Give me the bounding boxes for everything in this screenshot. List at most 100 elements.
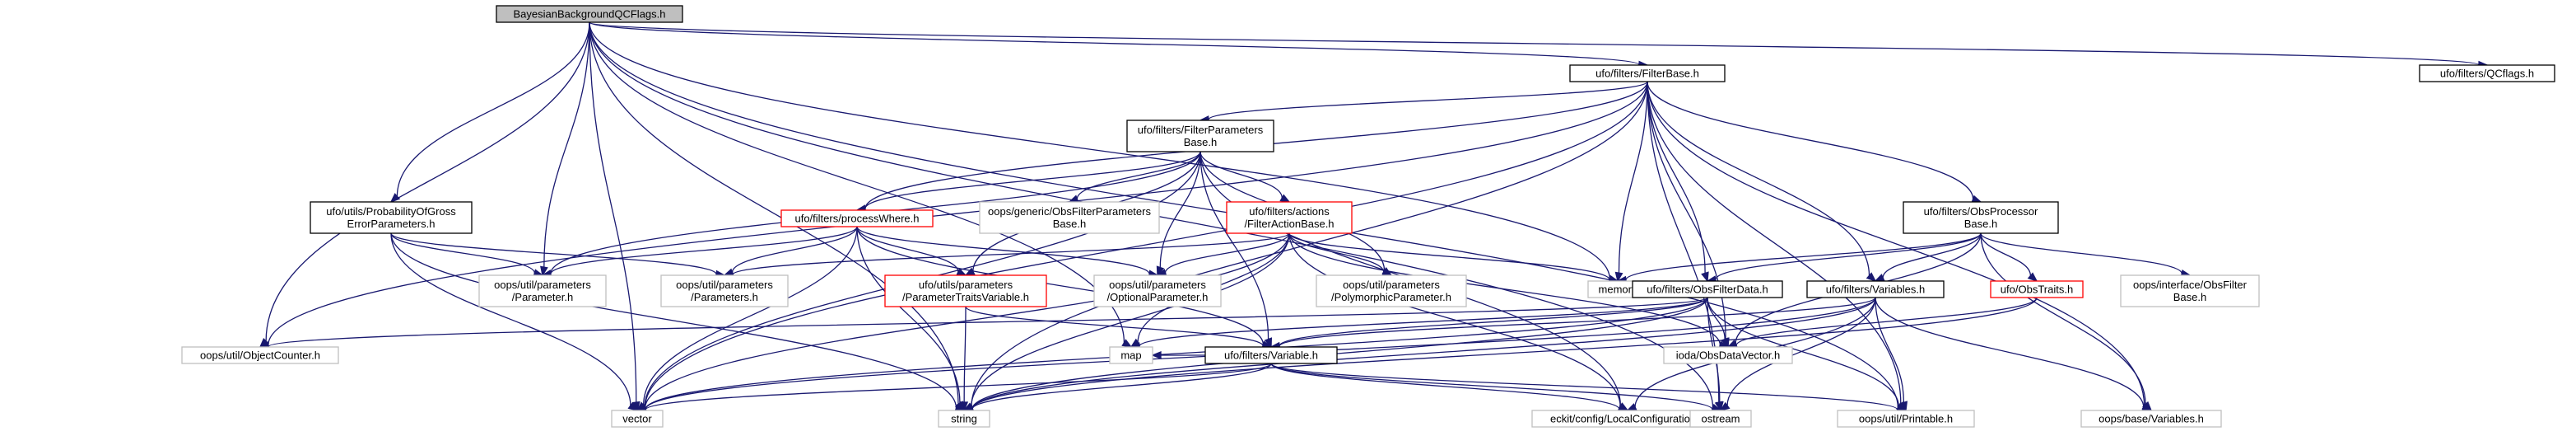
node-box-variable — [1204, 346, 1338, 364]
node-label-string-line-0: string — [951, 413, 977, 425]
node-polyparam: oops/util/parameters/PolymorphicParamete… — [1316, 274, 1467, 307]
node-box-parameters — [660, 274, 789, 307]
node-label-filteraction-line-0: ufo/filters/actions — [1249, 205, 1330, 218]
node-label-paramtraits-line-0: ufo/utils/parameters — [919, 279, 1013, 291]
node-vector: vector — [611, 410, 664, 428]
node-label-filterbase-line-0: ufo/filters/FilterBase.h — [1595, 68, 1699, 80]
dependency-edge-filterbase-to-iodavector — [1647, 81, 1730, 349]
dependency-edge-variables-to-ostream — [1719, 297, 1876, 412]
node-label-obsfpbase-line-0: oops/generic/ObsFilterParameters — [988, 205, 1151, 218]
edges-layer — [259, 21, 2489, 415]
node-box-vector — [611, 410, 664, 428]
dependency-edge-filterbase-to-memory — [1614, 81, 1648, 283]
node-box-iodavector — [1663, 346, 1793, 364]
node-qcflags[interactable]: ufo/filters/QCflags.h — [2419, 64, 2555, 82]
node-label-paramtraits-line-1: /ParameterTraitsVariable.h — [902, 291, 1029, 303]
node-filteraction[interactable]: ufo/filters/actions/FilterActionBase.h — [1226, 201, 1353, 234]
node-printable: oops/util/Printable.h — [1837, 410, 1975, 428]
node-box-probgross — [310, 201, 473, 234]
node-string: string — [938, 410, 990, 428]
node-label-probgross-line-1: ErrorParameters.h — [347, 218, 436, 230]
node-box-string — [938, 410, 990, 428]
dependency-edge-root-to-memory — [589, 21, 1619, 284]
dependency-edge-variable-to-map — [1151, 351, 1205, 359]
node-box-processwhere — [780, 209, 934, 227]
node-probgross[interactable]: ufo/utils/ProbabilityOfGrossErrorParamet… — [310, 201, 473, 234]
dependency-edge-processwhere-to-paramtraits — [856, 226, 967, 276]
node-label-parameter-line-1: /Parameter.h — [512, 291, 573, 303]
node-label-variables-line-0: ufo/filters/Variables.h — [1826, 284, 1925, 296]
node-box-ostream — [1689, 410, 1752, 428]
node-box-obsprocbase — [1903, 201, 2059, 234]
dependency-edge-filterbase-to-obsfilterdata — [1647, 81, 1709, 283]
node-basevars: oops/base/Variables.h — [2080, 410, 2222, 428]
node-label-parameters-line-1: /Parameters.h — [691, 291, 758, 303]
node-label-objcounter-line-0: oops/util/ObjectCounter.h — [200, 349, 320, 362]
node-box-obsfpbase — [979, 201, 1160, 234]
dependency-edge-variables-to-basevars — [1875, 297, 2153, 411]
node-label-localconf-line-0: eckit/config/LocalConfiguration.h — [1550, 413, 1705, 425]
node-box-filterbase — [1569, 64, 1726, 82]
node-label-iodavector-line-0: ioda/ObsDataVector.h — [1676, 349, 1780, 362]
node-label-variable-line-0: ufo/filters/Variable.h — [1224, 349, 1318, 362]
dependency-edge-root-to-parameter — [540, 21, 590, 277]
dependency-edge-root-to-map — [589, 21, 1133, 348]
node-label-optparam-line-1: /OptionalParameter.h — [1107, 291, 1209, 303]
node-variable[interactable]: ufo/filters/Variable.h — [1204, 346, 1338, 364]
node-obstraits[interactable]: ufo/ObsTraits.h — [1990, 280, 2084, 298]
node-parameters: oops/util/parameters/Parameters.h — [660, 274, 789, 307]
node-label-fpbase-line-0: ufo/filters/FilterParameters — [1138, 124, 1264, 136]
node-box-optparam — [1093, 274, 1222, 307]
node-label-memory-line-0: memory — [1599, 284, 1637, 296]
node-label-qcflags-line-0: ufo/filters/QCflags.h — [2440, 68, 2534, 80]
node-label-map-line-0: map — [1120, 349, 1141, 362]
node-box-obsfilterbase — [2120, 274, 2260, 307]
node-label-obsfilterbase-line-0: oops/interface/ObsFilter — [2133, 279, 2248, 291]
node-variables[interactable]: ufo/filters/Variables.h — [1806, 280, 1945, 298]
node-box-root — [496, 5, 683, 23]
dependency-edge-obsprocbase-to-variables — [1874, 232, 1982, 282]
dependency-edge-filterbase-to-fpbase — [1199, 81, 1648, 124]
node-label-obsfpbase-line-1: Base.h — [1053, 218, 1086, 230]
node-box-obsfilterdata — [1632, 280, 1783, 298]
dependency-edge-obsprocbase-to-memory — [1616, 232, 1982, 284]
dependency-edge-root-to-filterbase — [589, 21, 1649, 69]
dependency-edge-fpbase-to-variable — [1199, 151, 1273, 349]
node-paramtraits[interactable]: ufo/utils/parameters/ParameterTraitsVari… — [884, 274, 1047, 307]
node-map: map — [1109, 346, 1153, 364]
node-label-ostream-line-0: ostream — [1702, 413, 1740, 425]
dependency-edge-root-to-probgross — [389, 21, 590, 204]
node-box-qcflags — [2419, 64, 2555, 82]
dependency-edge-paramtraits-to-variable — [965, 306, 1273, 350]
node-label-basevars-line-0: oops/base/Variables.h — [2099, 413, 2204, 425]
node-processwhere[interactable]: ufo/filters/processWhere.h — [780, 209, 934, 227]
node-label-obsprocbase-line-1: Base.h — [1964, 218, 1997, 230]
dependency-edge-fpbase-to-optparam — [1156, 151, 1201, 277]
node-box-variables — [1806, 280, 1945, 298]
node-label-printable-line-0: oops/util/Printable.h — [1859, 413, 1953, 425]
node-optparam: oops/util/parameters/OptionalParameter.h — [1093, 274, 1222, 307]
dependency-edge-filterbase-to-obsprocbase — [1647, 81, 1982, 204]
dependency-edge-obsprocbase-to-basevars — [1980, 232, 2153, 412]
node-root[interactable]: BayesianBackgroundQCFlags.h — [496, 5, 683, 23]
node-box-map — [1109, 346, 1153, 364]
node-label-root-line-0: BayesianBackgroundQCFlags.h — [514, 8, 666, 21]
dependency-edge-probgross-to-vector — [390, 232, 639, 412]
dependency-edge-variable-to-printable — [1270, 363, 1908, 415]
node-obsfilterdata[interactable]: ufo/filters/ObsFilterData.h — [1632, 280, 1783, 298]
node-localconf: eckit/config/LocalConfiguration.h — [1531, 410, 1724, 428]
node-box-parameter — [478, 274, 607, 307]
node-label-obsfilterbase-line-1: Base.h — [2173, 291, 2206, 303]
dependency-edge-obsprocbase-to-obsfilterbase — [1980, 232, 2192, 278]
node-label-fpbase-line-1: Base.h — [1184, 136, 1217, 148]
dependency-edge-variable-to-ostream — [1270, 363, 1722, 414]
node-box-basevars — [2080, 410, 2222, 428]
node-box-objcounter — [181, 346, 339, 364]
node-filterbase[interactable]: ufo/filters/FilterBase.h — [1569, 64, 1726, 82]
node-label-vector-line-0: vector — [622, 413, 652, 425]
